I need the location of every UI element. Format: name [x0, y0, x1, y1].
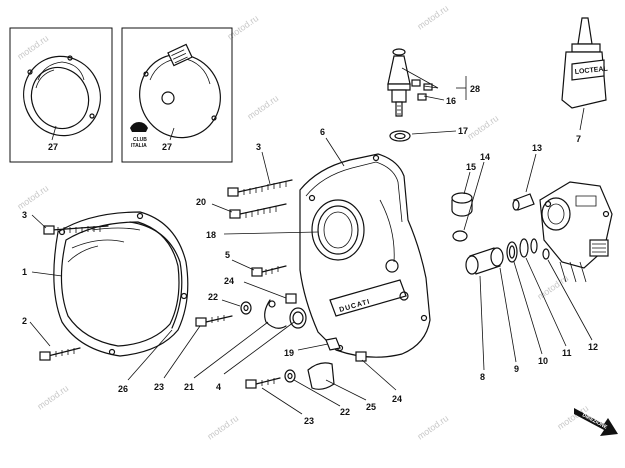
plate-19: [325, 337, 341, 351]
callout-25: 25: [366, 402, 376, 412]
washer-22: [284, 369, 296, 383]
washer-17: [389, 130, 411, 142]
callout-26: 26: [118, 384, 128, 394]
callout-2: 2: [22, 316, 27, 326]
filler-cap-15: [451, 192, 473, 242]
watermark: motod.ru: [415, 413, 450, 442]
direction-arrow: DIREZIONE: [574, 408, 618, 436]
sleeve-13: [512, 193, 535, 211]
bolt-3-top: [227, 179, 293, 197]
callout-23: 23: [154, 382, 164, 392]
callout-14: 14: [480, 152, 490, 162]
callout-18: 18: [206, 230, 216, 240]
callout-11: 11: [562, 348, 572, 358]
bracket-25: [307, 362, 335, 390]
callout-28: 28: [470, 84, 480, 94]
callout-27: 27: [162, 142, 172, 152]
callout-3: 3: [22, 210, 27, 220]
callout-16: 16: [446, 96, 456, 106]
callout-22: 22: [340, 407, 350, 417]
callout-24: 24: [392, 394, 402, 404]
spacer-24: [285, 293, 297, 304]
club-logo-text: ITALIA: [131, 143, 147, 149]
inset-frame: [9, 27, 113, 163]
watermark: motod.ru: [415, 3, 450, 32]
seal-stack: [465, 238, 550, 275]
pump-housing: [539, 181, 613, 283]
callout-21: 21: [184, 382, 194, 392]
callout-15: 15: [466, 162, 476, 172]
callout-3: 3: [256, 142, 261, 152]
callout-8: 8: [480, 372, 485, 382]
callout-6: 6: [320, 127, 325, 137]
watermark: motod.ru: [535, 273, 570, 302]
bolt-2: [39, 347, 81, 361]
watermark: motod.ru: [15, 183, 50, 212]
callout-22: 22: [208, 292, 218, 302]
leader-lines: [29, 67, 593, 415]
bolt-3-left: [43, 225, 109, 235]
sealant-tube: LOCTEAL: [561, 17, 609, 109]
callout-1: 1: [22, 267, 27, 277]
inset-frame: [121, 27, 233, 163]
callout-20: 20: [196, 197, 206, 207]
callout-5: 5: [225, 250, 230, 260]
callout-17: 17: [458, 126, 468, 136]
bolt-5: [251, 265, 287, 277]
bolt-20: [229, 203, 287, 219]
callout-9: 9: [514, 364, 519, 374]
callout-10: 10: [538, 356, 548, 366]
arrow-label: DIREZIONE: [581, 412, 608, 430]
callout-13: 13: [532, 143, 542, 153]
callout-23: 23: [304, 416, 314, 426]
callout-12: 12: [588, 342, 598, 352]
sealant-label: LOCTEAL: [574, 65, 608, 75]
gasket-ring: [289, 307, 307, 329]
callout-4: 4: [216, 382, 221, 392]
watermark: motod.ru: [245, 93, 280, 122]
clutch-cover: [53, 211, 189, 357]
watermark: motod.ru: [35, 383, 70, 412]
watermark: motod.ru: [465, 113, 500, 142]
spacer-24: [355, 351, 367, 362]
callouts: 1 2 3 3 4 5 6 7 8 9 10 11 12 13 14 15 16…: [22, 84, 598, 426]
club-logo-text: CLUB: [133, 137, 147, 143]
inset-club-cover: CLUB ITALIA 27: [121, 27, 233, 163]
cover-gasket: [129, 221, 183, 329]
callout-19: 19: [284, 348, 294, 358]
watermark: motod.ru: [225, 13, 260, 42]
watermark: motod.ru: [15, 33, 50, 62]
washer-22: [240, 301, 252, 315]
watermark: motod.ru: [205, 413, 240, 442]
clip-21: [264, 299, 287, 329]
callout-7: 7: [576, 134, 581, 144]
breather-assembly: [387, 48, 433, 142]
bolt-23-lower: [245, 377, 281, 389]
bolt-23-upper: [195, 315, 233, 327]
crankcase-cover: DUCATI: [299, 153, 431, 358]
club-logo-icon: [130, 122, 148, 132]
arrow-icon: [574, 408, 618, 436]
inset-plain-cover: 27: [9, 27, 113, 163]
callout-24: 24: [224, 276, 234, 286]
callout-27: 27: [48, 142, 58, 152]
